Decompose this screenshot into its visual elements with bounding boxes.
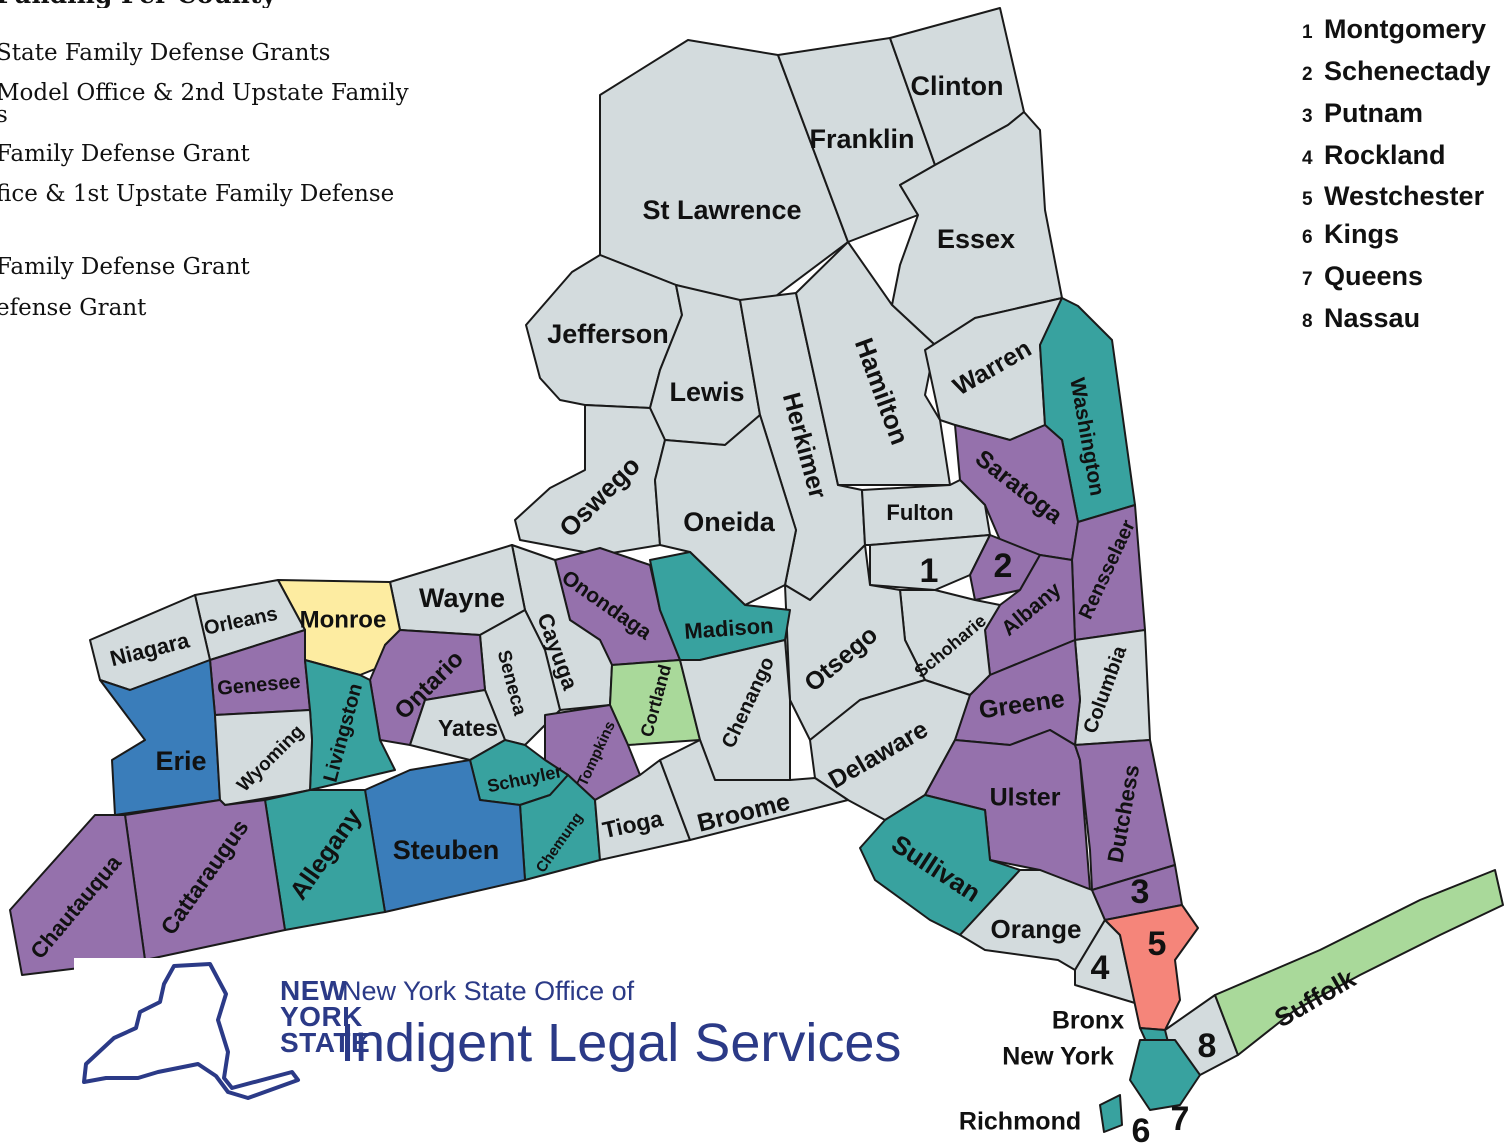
county-richmond[interactable] xyxy=(1099,1094,1123,1133)
key-num: 1 xyxy=(1302,22,1313,43)
label-st-lawrence: St Lawrence xyxy=(642,195,801,225)
number-key-item-6: 6 Kings xyxy=(1302,219,1399,250)
ny-state-outline-icon xyxy=(82,962,300,1100)
map-number-5: 5 xyxy=(1148,925,1167,963)
label-fulton: Fulton xyxy=(886,500,953,525)
map-number-7: 7 xyxy=(1171,1100,1190,1138)
county-steuben[interactable] xyxy=(364,759,526,913)
label-essex: Essex xyxy=(937,224,1015,254)
label-new-york: New York xyxy=(1002,1043,1114,1071)
county-hamilton[interactable] xyxy=(795,241,951,486)
key-num: 3 xyxy=(1302,106,1313,127)
label-oneida: Oneida xyxy=(683,507,776,537)
nys-line-3: STATE xyxy=(280,1027,371,1058)
key-name: Westchester xyxy=(1324,181,1485,211)
county-oneida[interactable] xyxy=(654,414,797,606)
nys-line-2: YORK xyxy=(280,1001,363,1032)
number-key-item-8: 8 Nassau xyxy=(1302,303,1420,334)
label-richmond: Richmond xyxy=(959,1108,1081,1136)
office-line: New York State Office of xyxy=(342,976,635,1006)
number-key-item-7: 7 Queens xyxy=(1302,261,1423,292)
number-key-item-3: 3 Putnam xyxy=(1302,98,1423,129)
key-name: Putnam xyxy=(1324,98,1424,128)
label-yates: Yates xyxy=(438,715,498,741)
label-bronx: Bronx xyxy=(1052,1007,1124,1035)
map-number-8: 8 xyxy=(1198,1027,1217,1065)
county-broome[interactable] xyxy=(659,739,849,841)
key-num: 2 xyxy=(1302,64,1313,85)
label-clinton: Clinton xyxy=(911,71,1004,101)
number-key-item-4: 4 Rockland xyxy=(1302,140,1446,171)
legend-title: Funding Per County xyxy=(0,0,276,8)
county-queens-kings[interactable] xyxy=(1129,1039,1201,1111)
label-lewis: Lewis xyxy=(669,377,744,407)
legend-item-3: Family Defense Grant xyxy=(0,141,250,167)
map-number-1: 1 xyxy=(920,552,939,590)
key-num: 7 xyxy=(1302,269,1313,290)
map-number-2: 2 xyxy=(994,547,1013,585)
nys-wordmark: NEW YORK STATE xyxy=(280,975,371,1058)
county-westchester[interactable] xyxy=(1104,904,1199,1031)
label-franklin: Franklin xyxy=(809,124,914,154)
legend-item-2: Model Office & 2nd Upstate Family xyxy=(0,80,409,106)
legend-item-6: efense Grant xyxy=(0,295,147,321)
nys-line-1: NEW xyxy=(280,975,347,1006)
county-otsego[interactable] xyxy=(784,544,926,741)
map-number-4: 4 xyxy=(1091,949,1110,987)
number-key-item-5: 5 Westchester xyxy=(1302,181,1484,212)
label-steuben: Steuben xyxy=(393,835,500,865)
legend-item-2-cont: s xyxy=(0,102,8,128)
key-name: Schenectady xyxy=(1324,56,1491,86)
number-key-item-2: 2 Schenectady xyxy=(1302,56,1491,87)
county-suffolk[interactable] xyxy=(1214,869,1504,1056)
county-chautauqua[interactable] xyxy=(9,814,146,976)
map-number-3: 3 xyxy=(1131,873,1150,911)
key-num: 8 xyxy=(1302,311,1313,332)
key-name: Kings xyxy=(1324,219,1400,249)
label-erie: Erie xyxy=(155,746,206,776)
legend-item-4: fice & 1st Upstate Family Defense xyxy=(0,181,395,207)
label-orange: Orange xyxy=(990,914,1081,944)
map-number-6: 6 xyxy=(1132,1112,1151,1148)
key-num: 4 xyxy=(1302,148,1313,169)
key-name: Montgomery xyxy=(1324,14,1486,44)
key-name: Queens xyxy=(1324,261,1424,291)
label-monroe: Monroe xyxy=(300,606,387,633)
label-ulster: Ulster xyxy=(990,784,1061,812)
county-cortland[interactable] xyxy=(609,659,701,746)
key-num: 5 xyxy=(1302,189,1313,210)
legend-item-1: State Family Defense Grants xyxy=(0,40,331,66)
county-oswego[interactable] xyxy=(514,404,666,556)
legend: Funding Per County State Family Defense … xyxy=(0,0,409,320)
key-name: Rockland xyxy=(1324,140,1446,170)
key-num: 6 xyxy=(1302,227,1313,248)
key-name: Nassau xyxy=(1324,303,1421,333)
ils-logo: NEW YORK STATE New York State Office of … xyxy=(74,958,928,1106)
ils-name: Indigent Legal Services xyxy=(340,1013,902,1073)
legend-item-5: Family Defense Grant xyxy=(0,254,250,280)
label-jefferson: Jefferson xyxy=(547,319,669,349)
label-madison: Madison xyxy=(684,613,775,644)
label-wayne: Wayne xyxy=(419,583,505,613)
number-key-item-1: 1 Montgomery xyxy=(1302,14,1486,45)
